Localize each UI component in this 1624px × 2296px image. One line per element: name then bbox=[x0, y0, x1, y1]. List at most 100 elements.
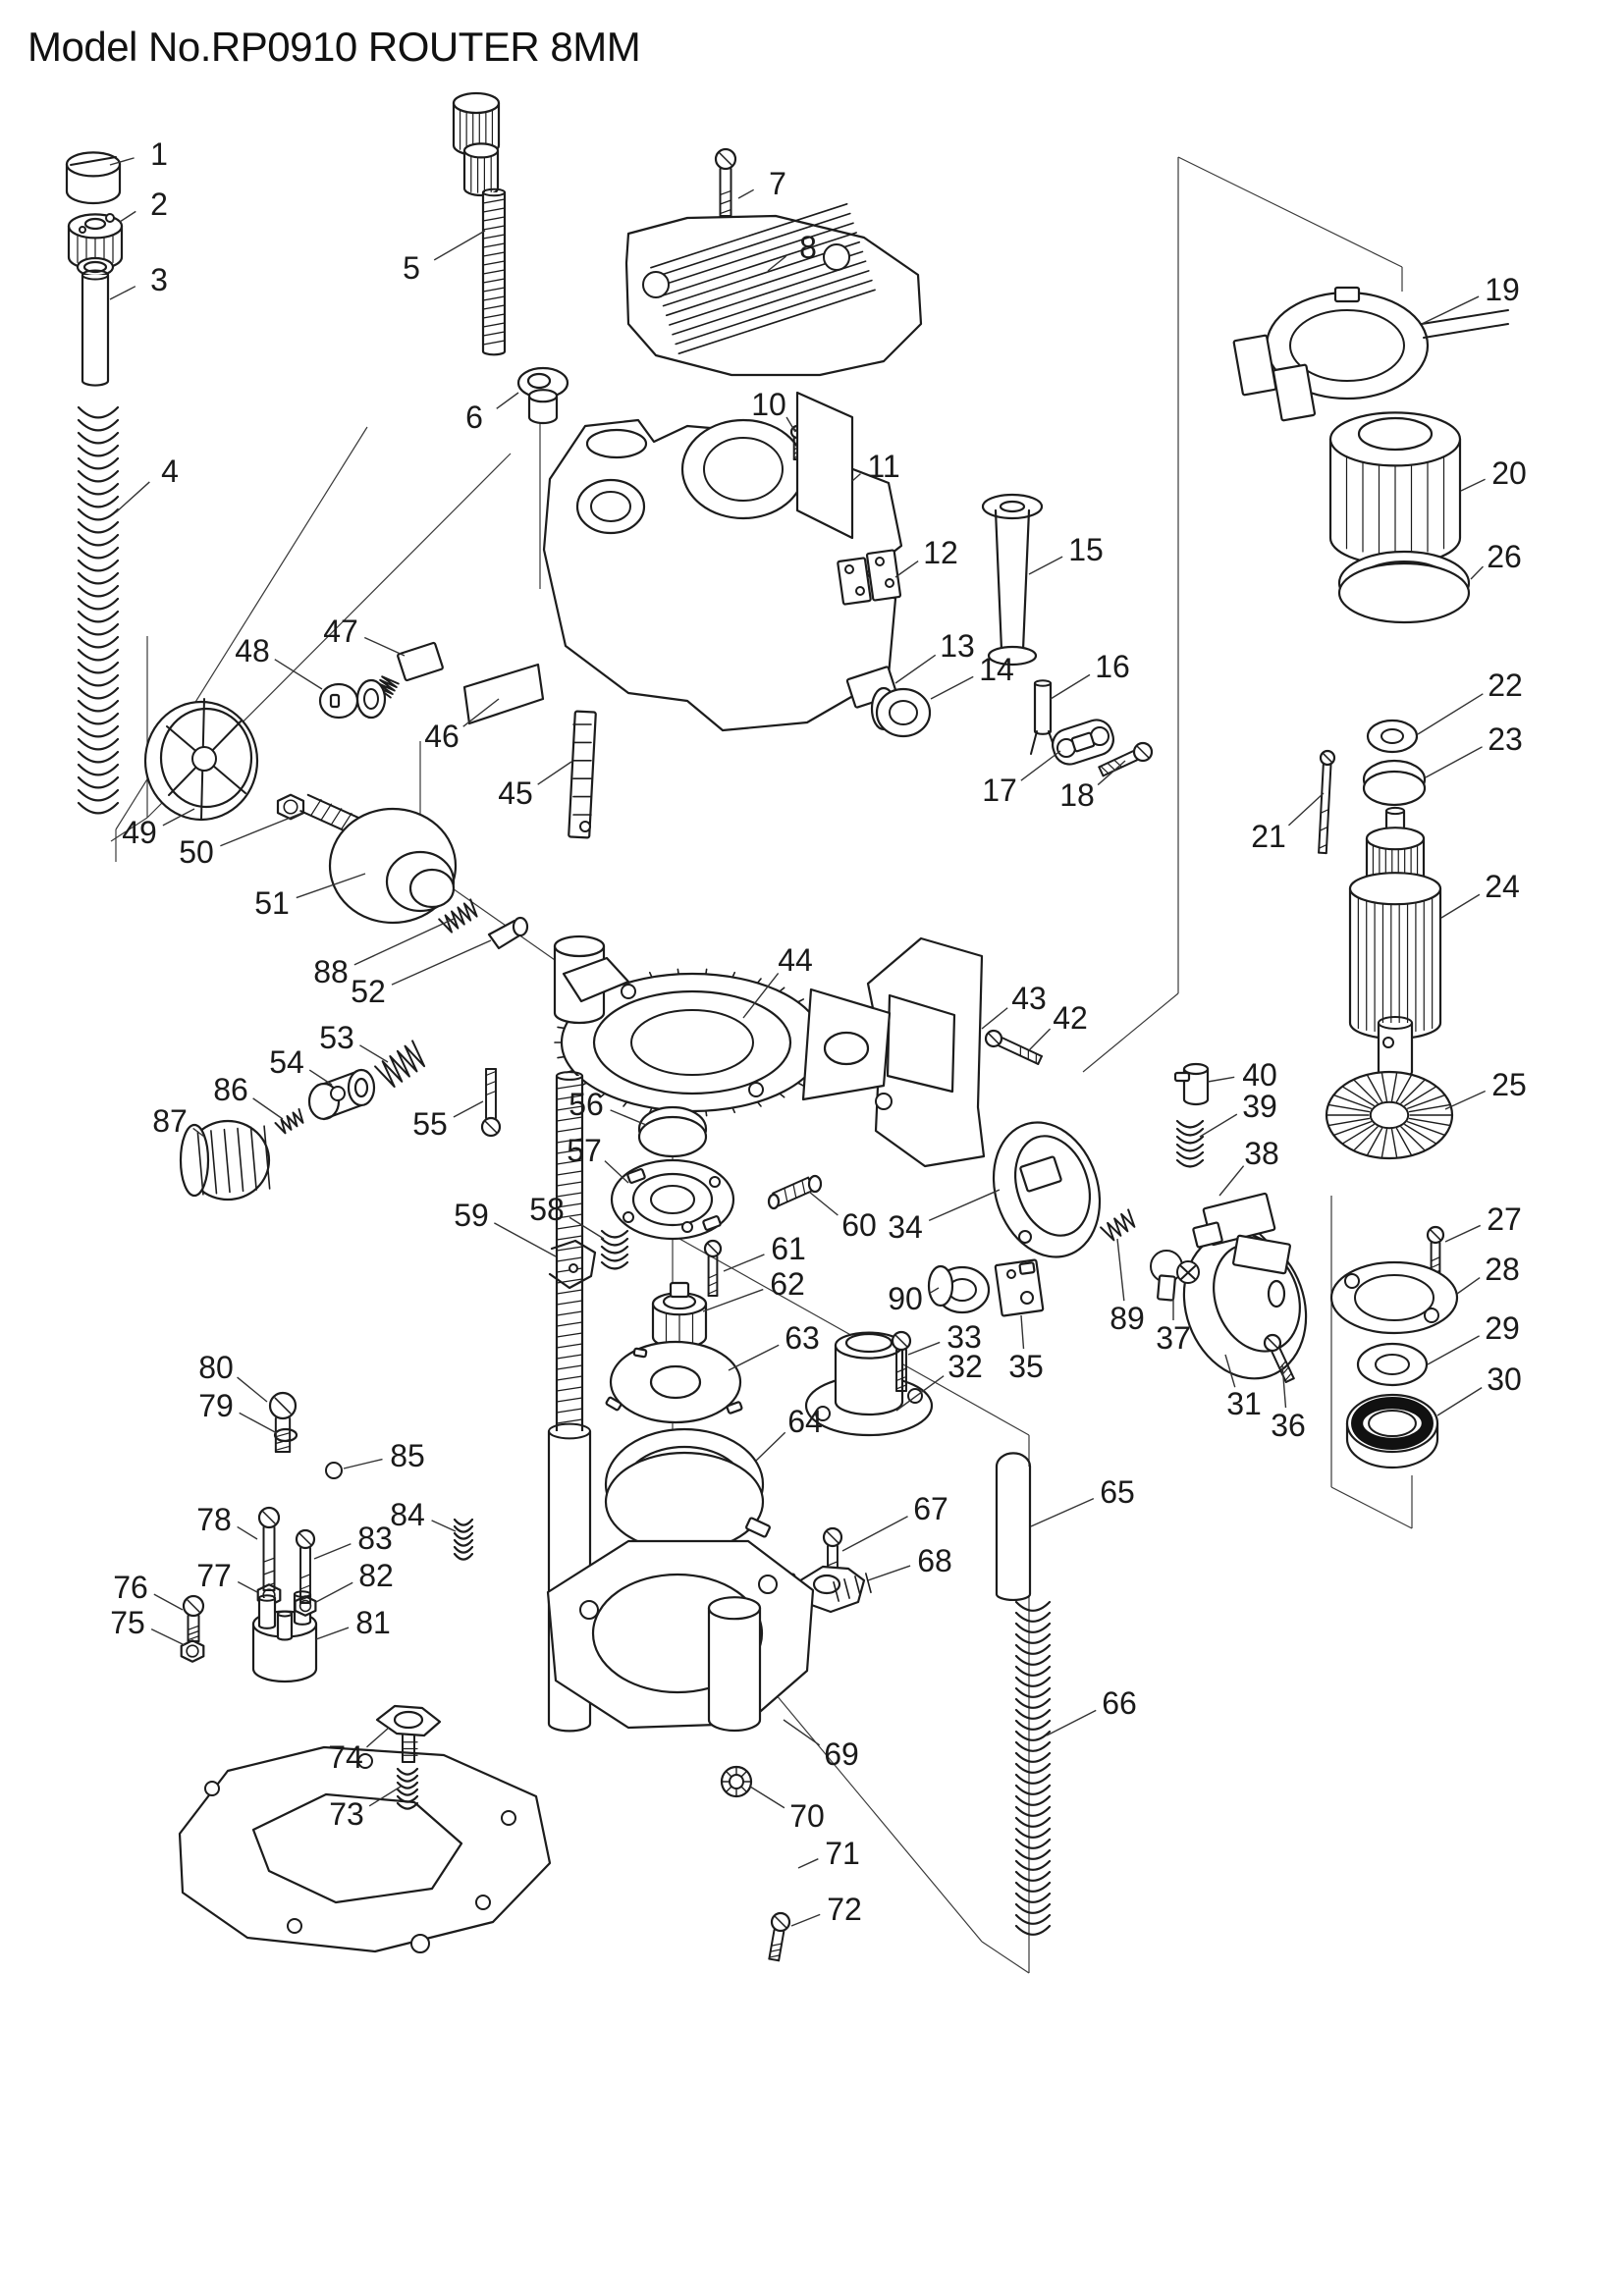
leader-line-35 bbox=[1020, 1314, 1025, 1350]
leader-line-57 bbox=[604, 1160, 629, 1184]
leader-line-34 bbox=[928, 1189, 1001, 1222]
leader-line-23 bbox=[1425, 746, 1483, 778]
leader-line-26 bbox=[1470, 565, 1484, 580]
leader-line-87 bbox=[192, 1127, 205, 1138]
callout-33: 33 bbox=[947, 1319, 982, 1355]
callout-51: 51 bbox=[254, 885, 290, 921]
leader-line-60 bbox=[808, 1191, 839, 1216]
leader-line-30 bbox=[1436, 1387, 1483, 1416]
leader-line-44 bbox=[742, 972, 780, 1019]
callout-86: 86 bbox=[213, 1072, 248, 1107]
leader-line-81 bbox=[315, 1627, 350, 1640]
leader-line-49 bbox=[162, 808, 195, 827]
leader-line-3 bbox=[109, 286, 136, 300]
leader-line-67 bbox=[841, 1516, 908, 1552]
callout-85: 85 bbox=[390, 1438, 425, 1473]
callout-87: 87 bbox=[152, 1103, 188, 1139]
leader-line-4 bbox=[115, 481, 150, 513]
leader-line-45 bbox=[537, 761, 572, 785]
leader-line-46 bbox=[462, 698, 500, 727]
leader-line-75 bbox=[150, 1629, 186, 1646]
callout-53: 53 bbox=[319, 1020, 354, 1055]
callout-8: 8 bbox=[799, 230, 817, 265]
callout-39: 39 bbox=[1242, 1089, 1277, 1124]
leader-line-16 bbox=[1050, 673, 1091, 700]
leader-line-5 bbox=[433, 230, 486, 261]
leader-line-8 bbox=[767, 255, 786, 272]
leader-line-63 bbox=[728, 1344, 780, 1371]
leader-line-22 bbox=[1417, 693, 1484, 735]
leader-line-36 bbox=[1281, 1363, 1287, 1409]
leader-line-70 bbox=[749, 1786, 785, 1809]
leader-line-29 bbox=[1427, 1335, 1480, 1365]
leader-line-13 bbox=[894, 654, 937, 684]
callout-89: 89 bbox=[1110, 1301, 1145, 1336]
callout-10: 10 bbox=[751, 387, 786, 422]
callout-4: 4 bbox=[161, 454, 179, 489]
leader-line-40 bbox=[1207, 1076, 1235, 1083]
callout-63: 63 bbox=[785, 1320, 820, 1356]
callout-15: 15 bbox=[1068, 532, 1104, 567]
callout-78: 78 bbox=[196, 1502, 232, 1537]
callout-68: 68 bbox=[917, 1543, 952, 1578]
leader-line-68 bbox=[867, 1565, 911, 1581]
leader-line-2 bbox=[119, 210, 136, 223]
callout-82: 82 bbox=[358, 1558, 394, 1593]
callout-1: 1 bbox=[150, 136, 168, 172]
callout-72: 72 bbox=[827, 1892, 862, 1927]
leader-line-6 bbox=[496, 392, 519, 409]
callout-24: 24 bbox=[1485, 869, 1520, 904]
callout-88: 88 bbox=[313, 954, 349, 989]
leader-line-64 bbox=[755, 1431, 786, 1462]
leader-line-78 bbox=[237, 1525, 258, 1540]
callout-64: 64 bbox=[787, 1404, 823, 1439]
callout-35: 35 bbox=[1008, 1349, 1044, 1384]
callout-32: 32 bbox=[947, 1349, 983, 1384]
leader-line-84 bbox=[431, 1520, 457, 1532]
leader-line-1 bbox=[109, 157, 135, 166]
callout-leader-lines bbox=[109, 157, 1487, 1927]
leader-line-65 bbox=[1030, 1498, 1095, 1527]
callout-11: 11 bbox=[867, 449, 899, 484]
callout-75: 75 bbox=[110, 1605, 145, 1640]
leader-line-85 bbox=[343, 1458, 383, 1469]
leader-line-48 bbox=[274, 659, 323, 690]
callout-43: 43 bbox=[1011, 981, 1047, 1016]
callout-3: 3 bbox=[150, 262, 168, 297]
leader-line-88 bbox=[353, 918, 455, 966]
callout-56: 56 bbox=[568, 1087, 604, 1122]
callout-90: 90 bbox=[888, 1281, 923, 1316]
diagram-title: Model No.RP0910 ROUTER 8MM bbox=[27, 24, 640, 70]
callout-52: 52 bbox=[351, 974, 386, 1009]
callout-6: 6 bbox=[465, 400, 483, 435]
leader-line-74 bbox=[366, 1727, 390, 1748]
callout-54: 54 bbox=[269, 1044, 304, 1080]
callout-22: 22 bbox=[1488, 667, 1523, 703]
callout-66: 66 bbox=[1102, 1685, 1137, 1721]
leader-line-42 bbox=[1028, 1028, 1052, 1051]
leader-line-82 bbox=[315, 1581, 353, 1603]
callout-30: 30 bbox=[1487, 1362, 1522, 1397]
callout-18: 18 bbox=[1059, 777, 1095, 813]
callout-59: 59 bbox=[454, 1198, 489, 1233]
leader-line-12 bbox=[894, 561, 919, 578]
leader-line-21 bbox=[1287, 792, 1325, 827]
callout-25: 25 bbox=[1491, 1067, 1527, 1102]
callout-23: 23 bbox=[1488, 721, 1523, 757]
leader-line-71 bbox=[797, 1858, 819, 1869]
leader-line-52 bbox=[391, 939, 492, 986]
leader-line-73 bbox=[368, 1786, 402, 1807]
leader-line-50 bbox=[220, 812, 303, 847]
callout-42: 42 bbox=[1053, 1000, 1088, 1036]
leader-line-24 bbox=[1440, 893, 1481, 919]
leader-line-80 bbox=[237, 1376, 268, 1403]
callout-31: 31 bbox=[1226, 1386, 1262, 1421]
leader-line-38 bbox=[1218, 1165, 1245, 1197]
leader-line-39 bbox=[1199, 1113, 1238, 1138]
callout-20: 20 bbox=[1491, 455, 1527, 491]
leader-line-19 bbox=[1421, 295, 1480, 325]
callout-83: 83 bbox=[357, 1521, 393, 1556]
callout-48: 48 bbox=[235, 633, 270, 668]
leader-line-55 bbox=[453, 1100, 484, 1118]
